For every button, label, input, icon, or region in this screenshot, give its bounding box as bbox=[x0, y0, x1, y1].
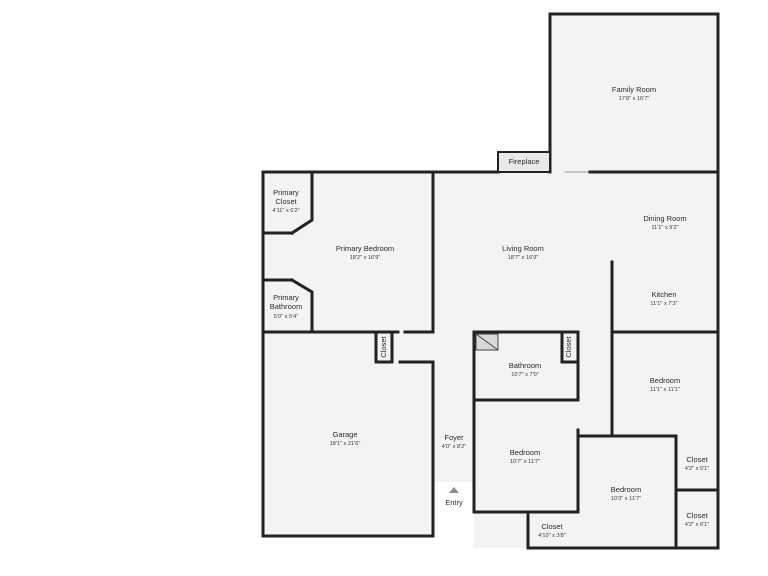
foyer-name: Foyer bbox=[444, 433, 464, 442]
closet-r1-name: Closet bbox=[686, 455, 708, 464]
garage-dims: 18'1" x 21'6" bbox=[330, 441, 361, 447]
closet-bottom-name: Closet bbox=[541, 522, 563, 531]
dining-room-dims: 11'1" x 9'2" bbox=[651, 225, 678, 231]
primary-bathroom-name-1: Primary bbox=[273, 293, 299, 302]
foyer-dims: 4'0" x 8'2" bbox=[442, 444, 466, 450]
primary-bedroom-name: Primary Bedroom bbox=[336, 244, 394, 253]
primary-closet-dims: 4'11" x 6'2" bbox=[272, 208, 299, 214]
closet-r2-name: Closet bbox=[686, 511, 708, 520]
closet-r2-dims: 4'2" x 6'1" bbox=[685, 522, 709, 528]
fireplace-label: Fireplace bbox=[509, 157, 540, 166]
bedroom-right-name: Bedroom bbox=[650, 376, 680, 385]
walls bbox=[261, 12, 720, 550]
primary-bathroom-dims: 5'0" x 5'4" bbox=[274, 314, 298, 320]
kitchen-dims: 11'1" x 7'3" bbox=[650, 301, 677, 307]
closet-bath-name: Closet bbox=[564, 335, 573, 357]
primary-closet-name-1: Primary bbox=[273, 188, 299, 197]
family-room-name: Family Room bbox=[612, 85, 656, 94]
garage-name: Garage bbox=[332, 430, 357, 439]
bedroom-middle-name: Bedroom bbox=[510, 448, 540, 457]
bathroom-fixture bbox=[475, 333, 499, 351]
bedroom-bottom-name: Bedroom bbox=[611, 485, 641, 494]
living-room-dims: 18'7" x 16'9" bbox=[508, 255, 539, 261]
family-room-dims: 17'8" x 16'7" bbox=[619, 96, 650, 102]
primary-closet-name-2: Closet bbox=[275, 197, 297, 206]
primary-bathroom-name-2: Bathroom bbox=[270, 302, 303, 311]
entry-name: Entry bbox=[445, 498, 463, 507]
closet-r1-dims: 4'2" x 5'1" bbox=[685, 466, 709, 472]
closet-garage-name: Closet bbox=[379, 335, 388, 357]
bedroom-bottom-dims: 10'3" x 11'7" bbox=[611, 496, 641, 502]
living-room-name: Living Room bbox=[502, 244, 544, 253]
bedroom-middle-dims: 10'7" x 11'7" bbox=[510, 459, 540, 465]
bathroom-name: Bathroom bbox=[509, 361, 542, 370]
dining-room-name: Dining Room bbox=[643, 214, 686, 223]
bathroom-dims: 10'7" x 7'0" bbox=[511, 372, 539, 378]
bedroom-right-dims: 11'1" x 11'1" bbox=[650, 387, 680, 393]
closet-bottom-dims: 4'10" x 3'8" bbox=[538, 533, 566, 539]
floor-areas bbox=[263, 14, 718, 548]
primary-bedroom-dims: 18'2" x 16'9" bbox=[350, 255, 381, 261]
fireplace: Fireplace bbox=[497, 151, 551, 173]
entry-arrow-icon bbox=[449, 487, 459, 493]
kitchen-name: Kitchen bbox=[651, 290, 676, 299]
room-labels: Family Room 17'8" x 16'7" Primary Closet… bbox=[270, 85, 710, 539]
